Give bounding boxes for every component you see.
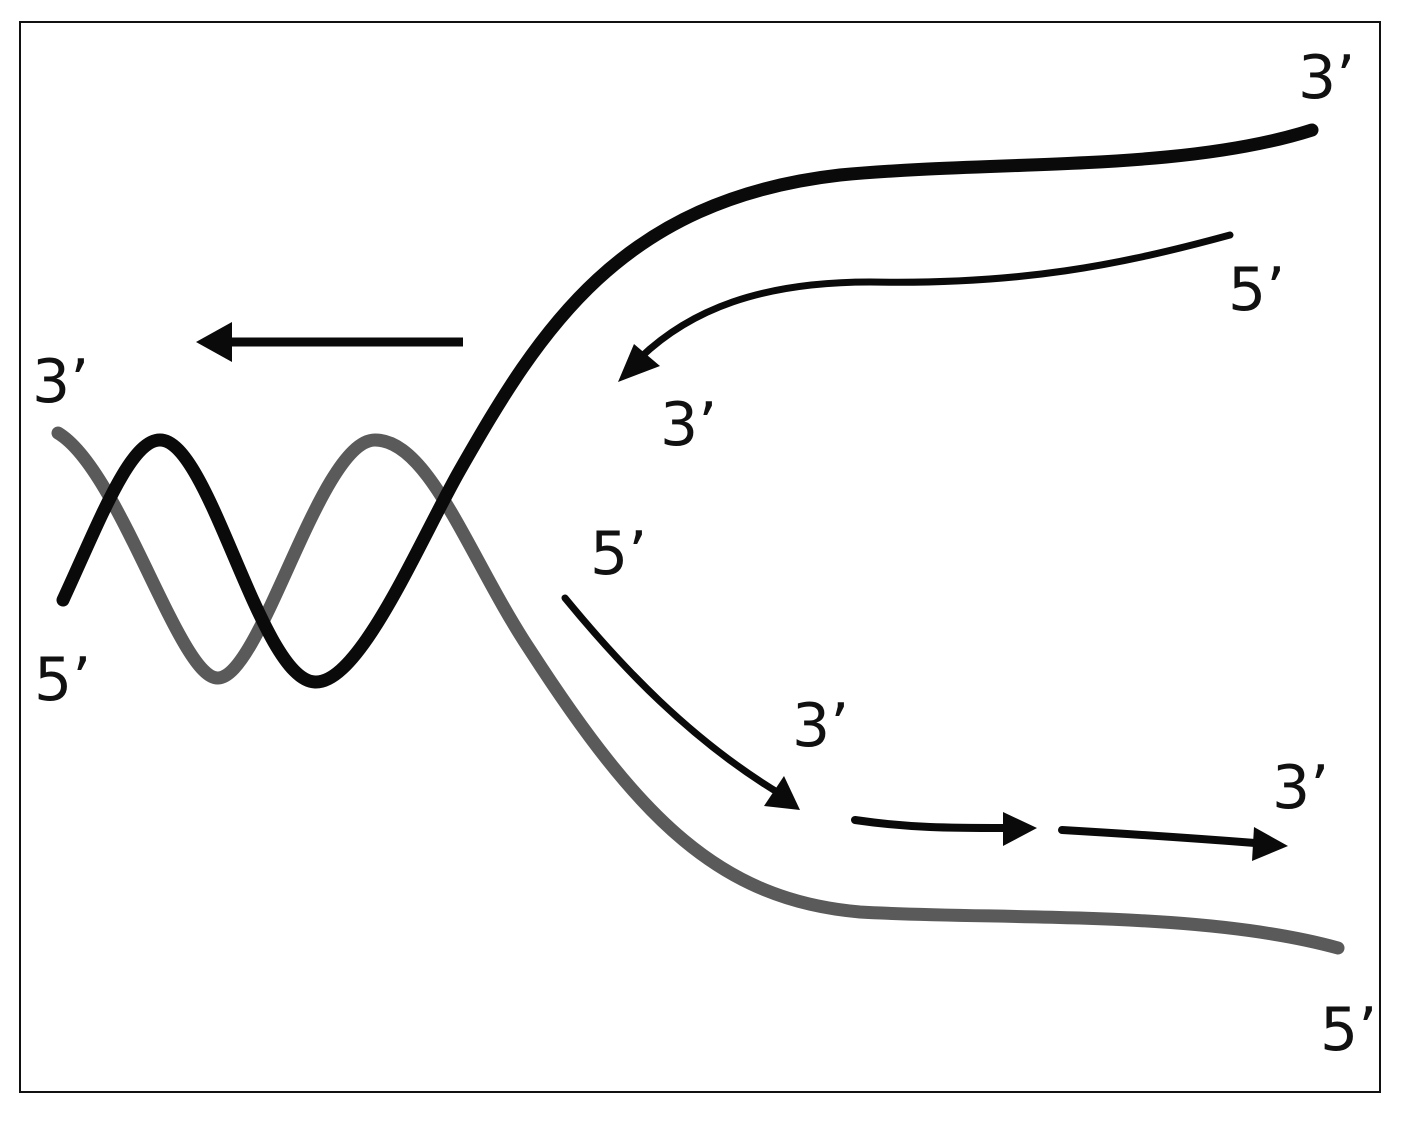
parental-strand-top [56,123,1319,689]
okazaki-fragment-2 [1058,826,1259,847]
okazaki-fragment-2-arrowhead [1252,827,1288,861]
label-helix-5: 5’ [34,645,91,715]
fork-direction-arrowhead [196,322,232,362]
label-fragment-3: 3’ [1272,753,1329,823]
new-strand-lower-arrowhead [764,776,800,810]
parental-strand-bottom [51,426,1345,955]
label-helix-3: 3’ [32,347,89,417]
label-top-parental-3: 3’ [1298,43,1355,113]
diagram-frame [19,21,1381,1093]
label-lagging-3: 3’ [792,691,849,761]
new-strand-upper [636,231,1234,362]
okazaki-fragment-1-arrowhead [1003,812,1037,846]
new-strand-upper-arrowhead [618,344,660,382]
label-leading-3: 3’ [660,390,717,460]
label-leading-5: 5’ [1228,255,1285,325]
okazaki-fragment-1 [851,816,1009,832]
new-strand-lower [561,594,786,799]
label-bottom-parental-5: 5’ [1320,995,1377,1065]
label-lagging-5: 5’ [590,519,647,589]
